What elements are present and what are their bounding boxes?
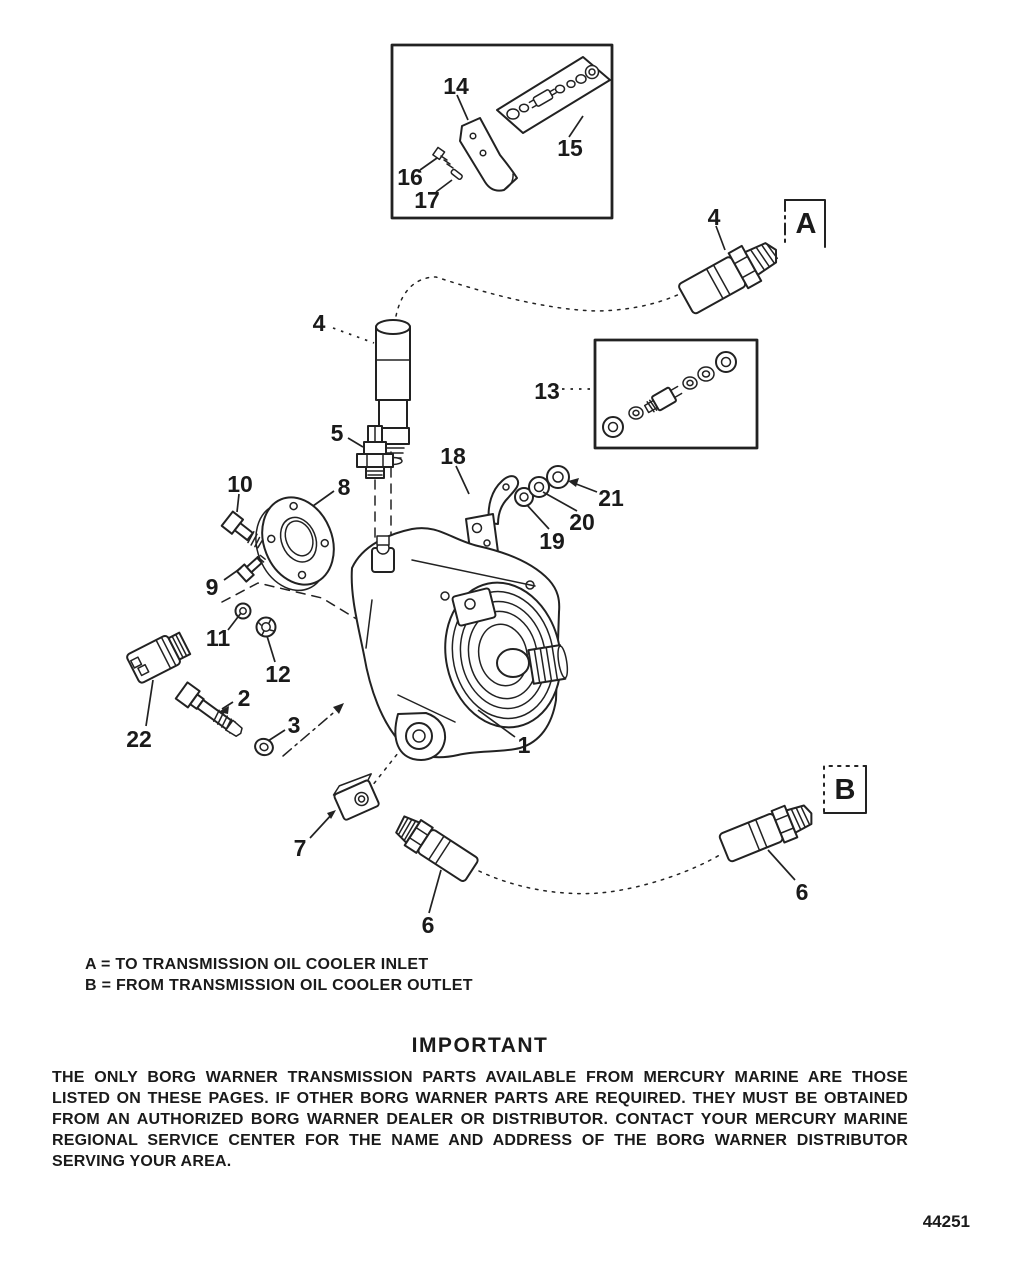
callout-19: 19 [539, 528, 565, 554]
washer-19 [514, 487, 534, 507]
leader-lines [145, 94, 796, 914]
fitting-6-right [718, 804, 813, 863]
callout-10: 10 [227, 471, 253, 497]
fitting-4-top [678, 242, 778, 315]
notice-body: THE ONLY BORG WARNER TRANSMISSION PARTS … [52, 1069, 908, 1170]
callout-5: 5 [331, 420, 344, 446]
callout-14: 14 [443, 73, 469, 99]
callout-3: 3 [288, 712, 301, 738]
sender-5 [356, 425, 394, 479]
section-box-b: B [823, 765, 867, 814]
important-notice: IMPORTANT THE ONLY BORG WARNER TRANSMISS… [52, 1034, 908, 1172]
inset-box-fitting-kit [593, 338, 759, 450]
callout-22: 22 [126, 726, 152, 752]
callout-20: 20 [569, 509, 595, 535]
callout-11: 11 [206, 625, 231, 651]
cooler-line-legend: A = TO TRANSMISSION OIL COOLER INLET B =… [85, 954, 473, 996]
washer-3 [254, 737, 274, 757]
legend-line-b: B = FROM TRANSMISSION OIL COOLER OUTLET [85, 977, 473, 994]
callout-9: 9 [206, 574, 219, 600]
connector-lines [221, 276, 724, 895]
callout-labels: 14 15 16 17 4 4 13 5 18 19 20 21 10 8 9 … [126, 73, 808, 938]
nut-21 [546, 465, 570, 489]
section-label-a: A [796, 208, 817, 240]
flange-8 [255, 496, 335, 592]
callout-4-mid: 4 [313, 310, 326, 336]
callout-8: 8 [338, 474, 351, 500]
section-box-a: A [784, 199, 826, 248]
pin-part [450, 168, 463, 181]
notice-title: IMPORTANT [411, 1034, 549, 1057]
callout-4-top: 4 [708, 204, 721, 230]
callout-16: 16 [397, 164, 423, 190]
callout-6-left: 6 [422, 912, 435, 938]
callout-7: 7 [294, 835, 307, 861]
callout-15: 15 [557, 135, 583, 161]
bolt-10 [220, 510, 263, 549]
gasket-kit-part [496, 56, 611, 134]
callout-13: 13 [534, 378, 560, 404]
bolt-2 [174, 681, 243, 738]
fitting-6-left [395, 815, 479, 882]
callout-1: 1 [518, 732, 531, 758]
drawing-number: 44251 [922, 1212, 970, 1231]
plug-22 [126, 631, 192, 684]
output-shaft [527, 644, 569, 685]
bracket-part [459, 117, 518, 192]
top-port-boss [371, 535, 395, 573]
connector-7 [332, 773, 380, 821]
callout-21: 21 [598, 485, 624, 511]
callout-6-right: 6 [796, 879, 809, 905]
bracket-18 [465, 475, 520, 558]
callout-17: 17 [414, 187, 440, 213]
legend-line-a: A = TO TRANSMISSION OIL COOLER INLET [85, 956, 429, 973]
callout-12: 12 [265, 661, 291, 687]
callout-2: 2 [238, 685, 251, 711]
transmission-1 [350, 527, 569, 761]
screw-part [432, 146, 454, 169]
section-label-b: B [835, 774, 856, 806]
inset-box-bracket-kit [390, 43, 614, 220]
callout-18: 18 [440, 443, 466, 469]
locknut-12 [255, 616, 277, 638]
